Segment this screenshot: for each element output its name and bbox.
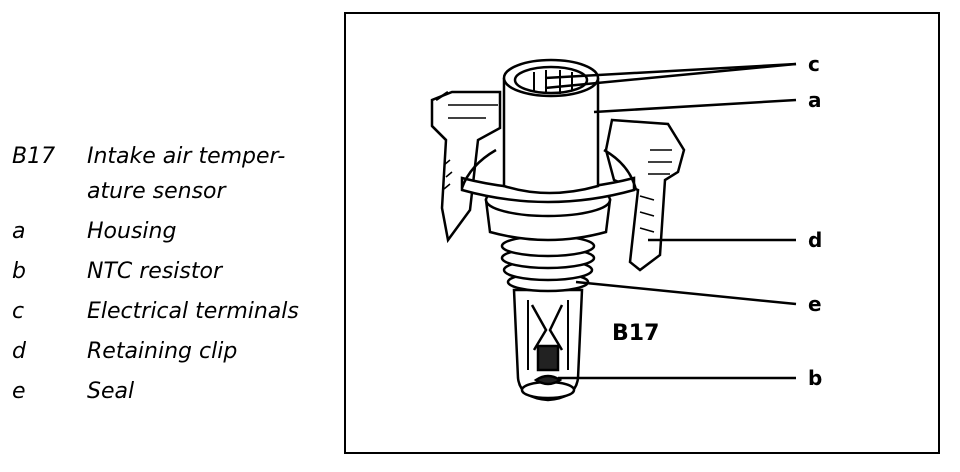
probe: [512, 288, 584, 402]
collar: [460, 176, 636, 242]
legend-text: Intake air temper-: [87, 144, 286, 169]
legend-key: e: [12, 379, 26, 404]
legend-key: a: [12, 219, 26, 244]
callout-c: c: [808, 52, 820, 76]
legend-text: ature sensor: [87, 179, 226, 204]
leader-lines: [544, 62, 797, 380]
legend-key: b: [12, 259, 26, 284]
legend-key: c: [12, 299, 25, 324]
part-label: B17: [612, 321, 659, 346]
callout-a: a: [808, 88, 822, 112]
retaining-clip: [430, 90, 686, 272]
legend-key: d: [12, 339, 26, 364]
legend-text: Retaining clip: [87, 339, 238, 364]
diagram-frame: [344, 12, 940, 454]
seal: [500, 234, 596, 293]
legend-text: Seal: [87, 379, 135, 404]
callout-b: b: [808, 366, 822, 390]
legend-text: Electrical terminals: [87, 299, 299, 324]
legend-text: NTC resistor: [87, 259, 222, 284]
housing: [460, 58, 638, 195]
callout-d: d: [808, 228, 822, 252]
callout-e: e: [808, 292, 822, 316]
legend-key: B17: [12, 144, 56, 169]
legend-text: Housing: [87, 219, 177, 244]
